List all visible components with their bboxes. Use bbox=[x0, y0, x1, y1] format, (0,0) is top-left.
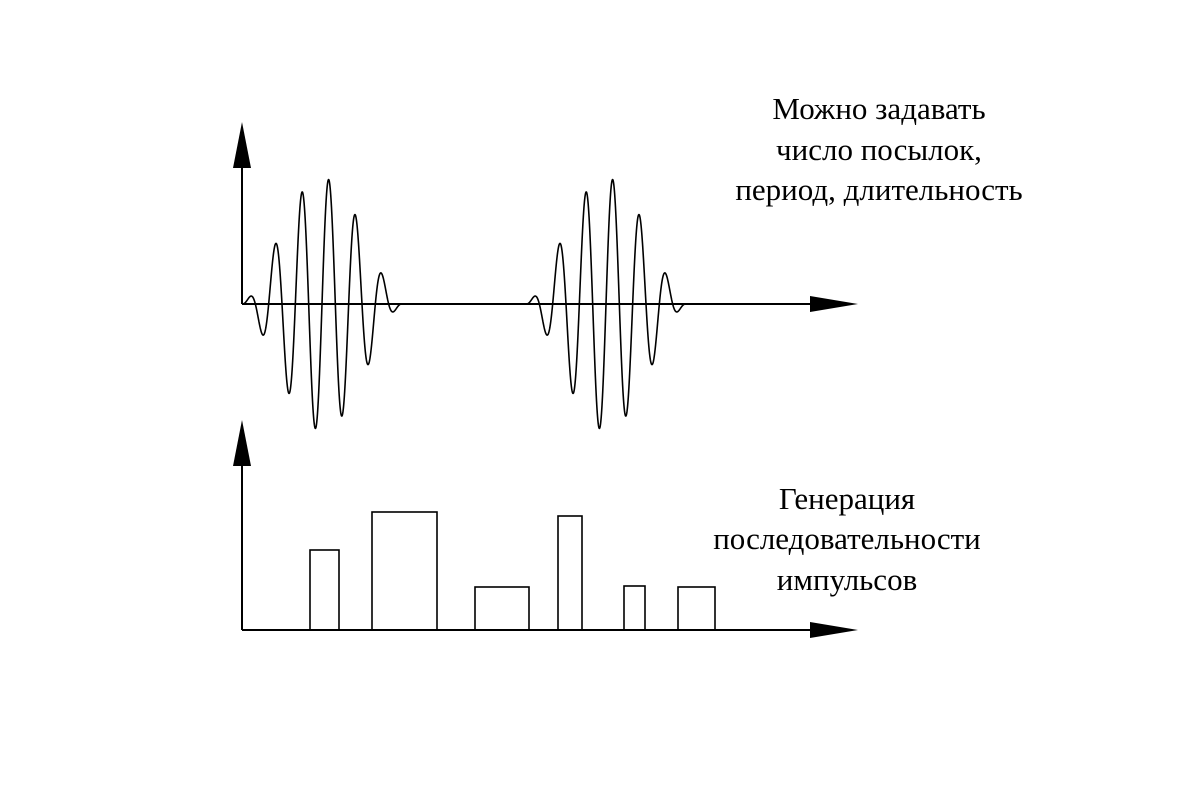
burst-x-axis-arrow bbox=[810, 296, 858, 312]
pulse-rect bbox=[557, 515, 583, 631]
burst-waveform-1 bbox=[242, 178, 402, 430]
burst-panel: Можно задавать число посылок, период, дл… bbox=[233, 91, 1023, 430]
pulse-caption-line: последовательности bbox=[713, 521, 981, 556]
pulse-rect bbox=[623, 585, 646, 631]
burst-y-axis-arrow bbox=[233, 122, 251, 168]
pulse-rect bbox=[371, 511, 438, 631]
burst-caption-line: Можно задавать bbox=[772, 91, 985, 126]
pulse-caption-line: импульсов bbox=[777, 562, 917, 597]
burst-caption-line: число посылок, bbox=[776, 132, 982, 167]
pulse-y-axis-arrow bbox=[233, 420, 251, 466]
pulse-caption-line: Генерация bbox=[779, 481, 915, 516]
pulse-x-axis-arrow bbox=[810, 622, 858, 638]
pulse-panel: Генерация последовательности импульсов bbox=[233, 420, 981, 638]
burst-waveform-2 bbox=[526, 178, 686, 430]
pulse-rect bbox=[474, 586, 530, 631]
pulse-rect bbox=[677, 586, 716, 631]
pulse-rect bbox=[309, 549, 340, 631]
burst-caption-line: период, длительность bbox=[735, 172, 1022, 207]
